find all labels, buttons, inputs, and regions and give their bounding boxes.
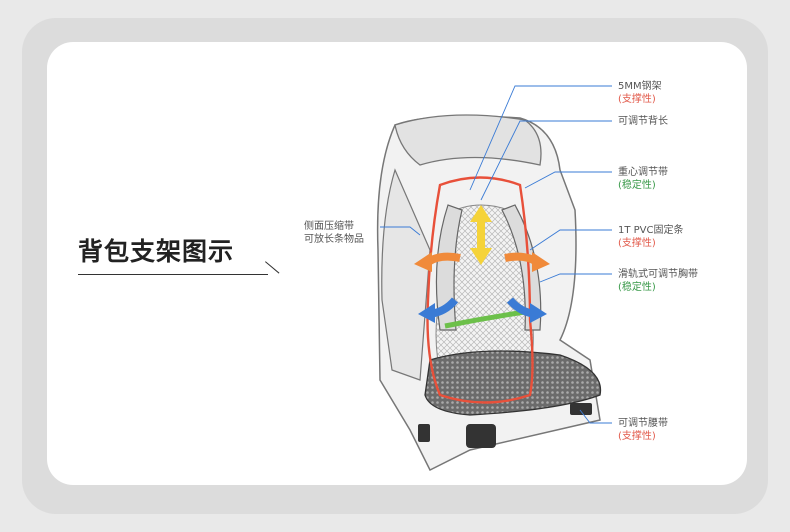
leader-pvc-strip [529, 229, 612, 251]
page-title: 背包支架图示 [78, 237, 235, 266]
title-underline [78, 274, 268, 275]
label-pvc-strip: 1T PVC固定条 (支撑性) [618, 225, 684, 249]
shoulder-strap-left [435, 204, 463, 331]
blue-arrow-right [506, 297, 547, 323]
label-hip-belt: 可调节腰带 (支撑性) [618, 418, 668, 442]
leader-chest-strap [539, 273, 612, 283]
leader-side-compression [380, 226, 421, 236]
steel-frame-outline [426, 176, 534, 404]
blue-arrow-left [418, 297, 459, 323]
hip-buckle [466, 424, 496, 448]
orange-arrow-left [414, 252, 461, 272]
label-side-compression: 侧面压缩带 可放长条物品 [304, 221, 364, 245]
label-chest-strap: 滑轨式可调节胸带 (稳定性) [618, 269, 698, 293]
side-buckle-right [570, 403, 592, 415]
leader-frame [469, 85, 612, 191]
side-panel-left [381, 168, 431, 381]
leader-center-of-gravity [524, 171, 612, 189]
shoulder-strap-right [501, 204, 542, 331]
label-frame: 5MM钢架 (支撑性) [618, 81, 662, 105]
orange-arrow-right [504, 252, 550, 272]
side-buckle-left [418, 424, 430, 442]
leader-hip-belt [579, 409, 612, 424]
label-back-length: 可调节背长 [618, 116, 668, 127]
yellow-vertical-arrow [470, 205, 492, 265]
label-center-of-gravity: 重心调节带 (稳定性) [618, 167, 668, 191]
hip-belt-mesh [424, 350, 602, 416]
load-lifter-band [444, 309, 526, 329]
leader-back-length [480, 120, 612, 201]
